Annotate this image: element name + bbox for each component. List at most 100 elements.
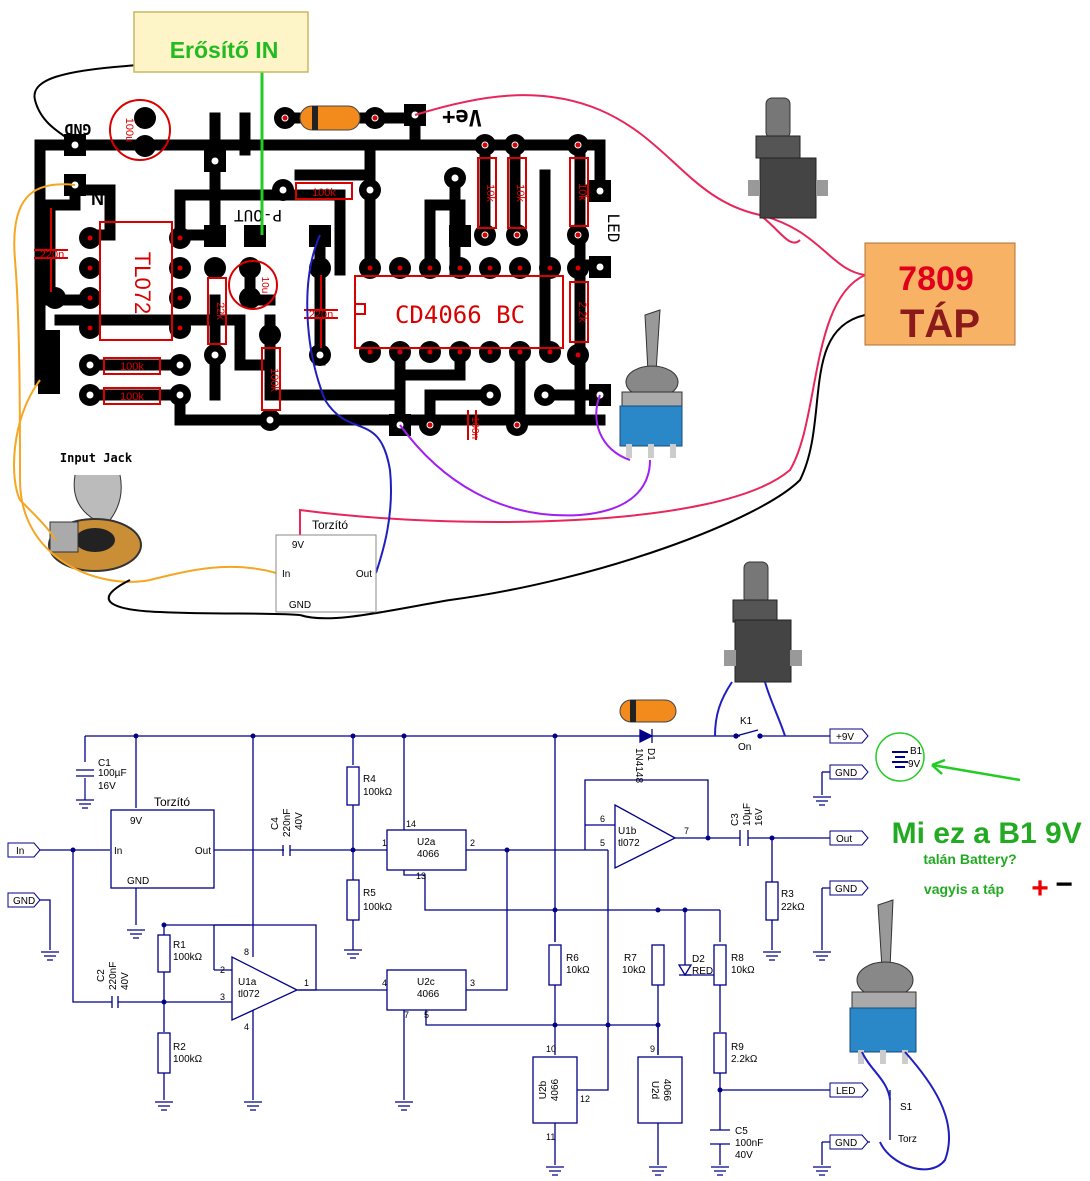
pcb-220n-left: 220n <box>40 249 64 261</box>
r7-val: 10kΩ <box>622 965 646 976</box>
pin-12: 12 <box>580 1094 590 1104</box>
r6-label: R6 <box>566 953 579 964</box>
connection-wires <box>13 63 866 620</box>
c3-v: 16V <box>754 808 765 826</box>
schematic-blue-wires <box>714 681 950 1171</box>
input-jack: Input Jack <box>48 451 142 572</box>
c4-label: C4 <box>270 817 281 830</box>
pcb-ic2-label: CD4066 BC <box>395 301 525 329</box>
r3-label: R3 <box>781 889 794 900</box>
sch-torzito-title: Torzító <box>154 795 190 809</box>
pcb-100k-top: 100k <box>312 187 336 199</box>
c5-v: 40V <box>735 1150 753 1161</box>
u1a-pin3: 3 <box>220 992 225 1002</box>
amp-in-label: Erősítő IN <box>170 37 279 63</box>
u2d-type: 4066 <box>661 1079 672 1102</box>
plus-sign: + <box>1031 872 1049 905</box>
u2d-label: U2d <box>649 1081 660 1099</box>
u2c-label: U2c <box>417 977 435 988</box>
torzito-out: Out <box>356 569 372 580</box>
port-out: Out <box>836 834 852 845</box>
pcb-2k2: 2.2k <box>576 302 588 323</box>
u2b-type: 4066 <box>550 1078 561 1101</box>
c1-label: C1 <box>98 758 111 769</box>
c4-v: 40V <box>294 812 305 830</box>
pcb-100k-a: 100k <box>120 361 144 373</box>
psu-model-label: 7809 <box>898 260 974 298</box>
pcb-100k-c: 100k <box>268 368 280 392</box>
c1-v: 16V <box>98 781 116 792</box>
torzito-box: Torzító 9V In Out GND <box>275 518 377 613</box>
pcb-gnd-label: GND <box>64 120 91 138</box>
pcb-10k-c: 10k <box>576 183 588 201</box>
schematic-components <box>76 728 779 1145</box>
b1-battery-callout <box>875 732 1021 782</box>
pcb-100u-label: 100u <box>123 118 135 142</box>
r4-val: 100kΩ <box>363 787 393 798</box>
u1a-pin1: 1 <box>304 978 309 988</box>
pin-1: 1 <box>382 838 387 848</box>
u2c-pin7: 7 <box>404 1010 409 1020</box>
pin-11: 11 <box>546 1132 555 1142</box>
u1a-label: U1a <box>238 977 257 988</box>
u1a-pin4: 4 <box>244 1022 249 1032</box>
r3-val: 22kΩ <box>781 902 805 913</box>
port-in: In <box>16 846 24 857</box>
psu-word-label: TÁP <box>900 301 980 346</box>
pcb-100k-b: 100k <box>120 391 144 403</box>
pcb-silkscreen <box>34 99 589 440</box>
s1-name: Torz <box>898 1134 917 1145</box>
pin-10: 10 <box>546 1044 556 1054</box>
d2-val: RED <box>692 966 713 977</box>
r6-val: 10kΩ <box>566 965 590 976</box>
c3-label: C3 <box>730 813 741 826</box>
pin-4: 4 <box>382 978 387 988</box>
c4-val: 220nF <box>282 809 293 837</box>
u1a-pin2: 2 <box>220 965 225 975</box>
c5-val: 100nF <box>735 1138 763 1149</box>
ground-symbols <box>41 778 831 1176</box>
torzito-in: In <box>282 569 290 580</box>
r8-label: R8 <box>731 953 744 964</box>
amp-in-callout: Erősítő IN <box>133 11 309 73</box>
u2a-label: U2a <box>417 837 436 848</box>
schematic-labels: In GND +9V GND Out GND LED GND Torzító 9… <box>13 716 923 1161</box>
junction-dots <box>70 733 775 1093</box>
r7-label: R7 <box>624 953 637 964</box>
pcb-ic1-label: TL072 <box>130 252 155 314</box>
question-sub2: vagyis a táp <box>924 881 1004 897</box>
pin-2: 2 <box>470 838 475 848</box>
pcb-diode-body <box>299 105 361 131</box>
r2-val: 100kΩ <box>173 1054 203 1065</box>
b1-val: 9V <box>908 759 921 770</box>
u1a-type: tl072 <box>238 989 260 1000</box>
pin-3: 3 <box>470 978 475 988</box>
torzito-title: Torzító <box>312 518 348 532</box>
r9-val: 2.2kΩ <box>731 1054 758 1065</box>
port-flags <box>7 728 869 1150</box>
pin-5: 5 <box>600 838 605 848</box>
c2-v: 40V <box>120 972 131 990</box>
s1-label: S1 <box>900 1102 913 1113</box>
b1-label: B1 <box>910 746 923 757</box>
pin-7: 7 <box>684 826 689 836</box>
u2a-type: 4066 <box>417 849 440 860</box>
sch-diode-body <box>619 699 677 723</box>
pcb-220n-mid: 220n <box>309 309 333 321</box>
port-gnd-r3: GND <box>835 884 857 895</box>
torzito-9v: 9V <box>292 540 305 551</box>
c3-val: 10µF <box>742 803 753 826</box>
pin-13: 13 <box>416 871 426 881</box>
k1-on: On <box>738 742 751 753</box>
sch-torzito-9v: 9V <box>130 816 143 827</box>
psu-block: 7809 TÁP <box>864 242 1016 346</box>
pin-6: 6 <box>600 814 605 824</box>
pcb-22k: 22k <box>214 302 226 320</box>
u2c-type: 4066 <box>417 989 440 1000</box>
sch-torzito-in: In <box>114 846 122 857</box>
pcb-red-dots <box>87 115 581 428</box>
input-jack-label: Input Jack <box>60 451 133 465</box>
r8-val: 10kΩ <box>731 965 755 976</box>
r4-label: R4 <box>363 774 376 785</box>
